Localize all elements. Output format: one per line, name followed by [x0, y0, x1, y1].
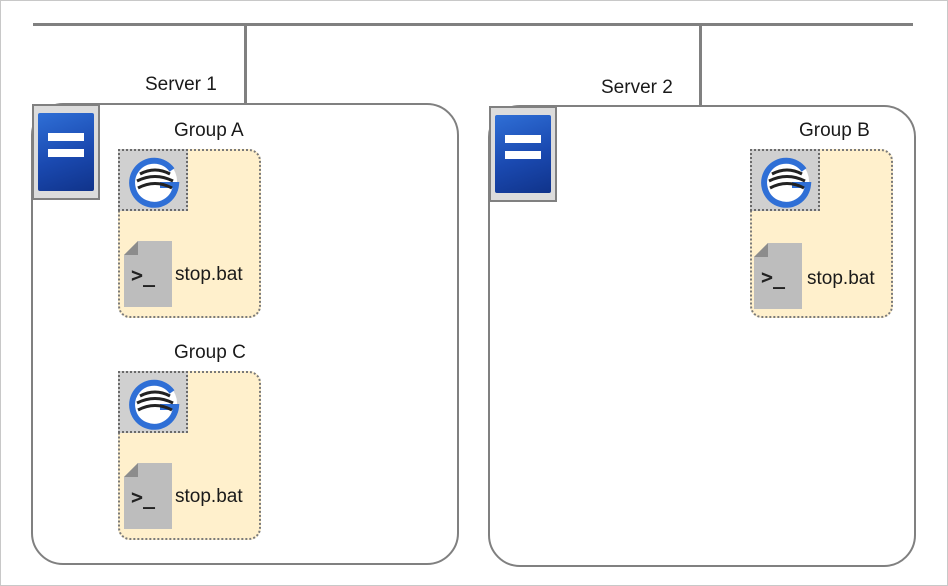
group-c-box: >_ stop.bat	[118, 371, 261, 540]
cluster-g-logo-icon	[118, 149, 188, 211]
server-2-label: Server 2	[601, 77, 673, 98]
script-file-icon: >_	[124, 463, 172, 529]
group-c-label: Group C	[174, 342, 246, 363]
server-2-icon	[489, 106, 557, 202]
group-c-script-label: stop.bat	[175, 486, 243, 507]
group-a-label: Group A	[174, 120, 244, 141]
server-2-connector	[699, 25, 702, 107]
group-b-box: >_ stop.bat	[750, 149, 893, 318]
script-file-icon: >_	[754, 243, 802, 309]
server-1-label: Server 1	[145, 74, 217, 95]
cluster-g-logo-icon	[750, 149, 820, 211]
script-prompt: >_	[131, 263, 156, 287]
server-1-icon	[32, 104, 100, 200]
group-b-label: Group B	[799, 120, 870, 141]
group-a-script-label: stop.bat	[175, 264, 243, 285]
group-b-script-label: stop.bat	[807, 268, 875, 289]
script-file-icon: >_	[124, 241, 172, 307]
cluster-g-logo-icon	[118, 371, 188, 433]
group-a-box: >_ stop.bat	[118, 149, 261, 318]
script-prompt: >_	[131, 485, 156, 509]
script-prompt: >_	[761, 265, 786, 289]
network-line	[33, 23, 913, 26]
server-1-connector	[244, 25, 247, 105]
